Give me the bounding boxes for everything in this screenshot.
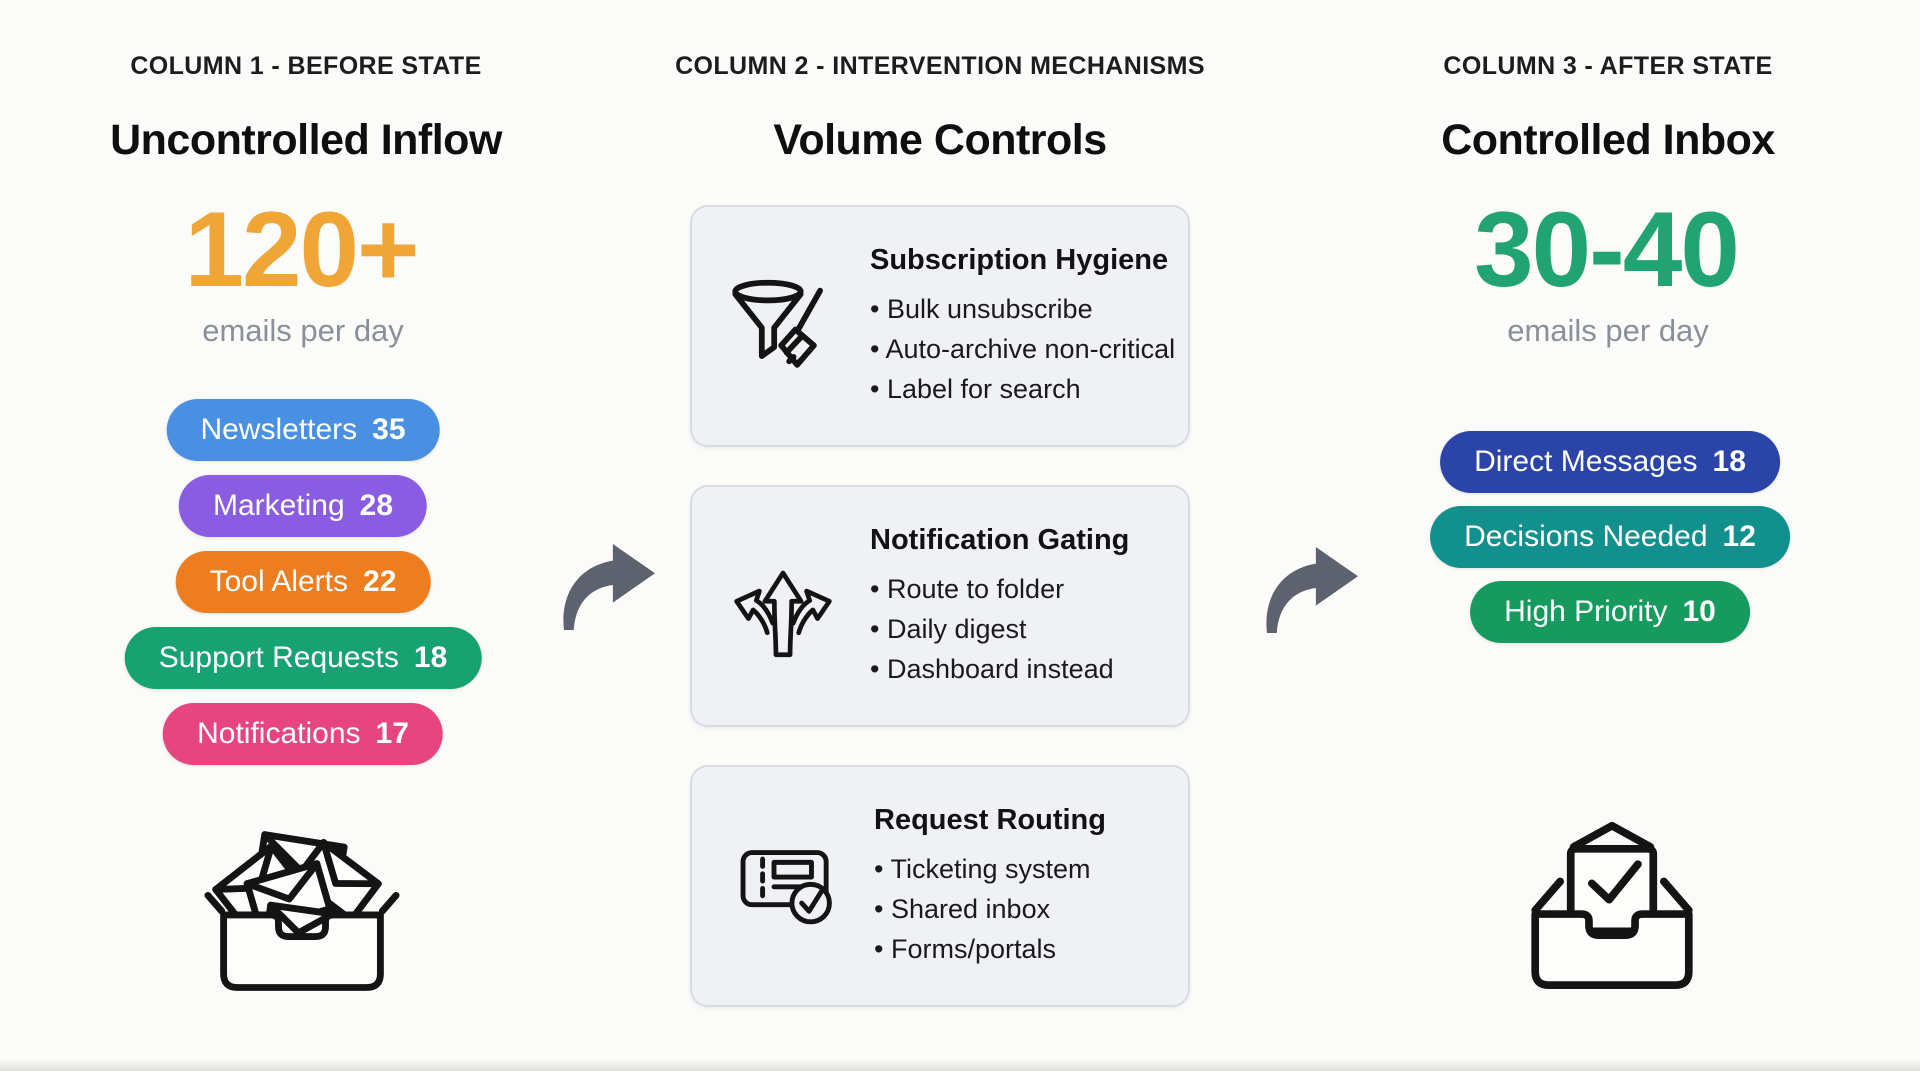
card-bullet: Forms/portals bbox=[874, 929, 1106, 969]
pill-tool-alerts: Tool Alerts 22 bbox=[175, 551, 431, 613]
card-title: Notification Gating bbox=[870, 523, 1130, 556]
pill-label: Decisions Needed bbox=[1464, 520, 1708, 553]
tray-wing-right bbox=[1660, 877, 1693, 915]
pill-label: Direct Messages bbox=[1474, 445, 1698, 478]
intervention-card-request-routing: Request Routing Ticketing system Shared … bbox=[690, 765, 1190, 1007]
card-title: Request Routing bbox=[874, 803, 1106, 836]
pill-newsletters: Newsletters 35 bbox=[166, 399, 440, 461]
card-bullet: Dashboard instead bbox=[870, 649, 1129, 689]
card-bullet: Daily digest bbox=[870, 609, 1129, 649]
column2-title: Volume Controls bbox=[773, 116, 1107, 164]
funnel-broom-icon bbox=[730, 273, 836, 379]
pill-label: Tool Alerts bbox=[209, 565, 349, 598]
pill-count: 10 bbox=[1682, 595, 1716, 628]
after-pill-stack: Direct Messages 18 Decisions Needed 12 H… bbox=[1430, 431, 1790, 643]
pill-notifications: Notifications 17 bbox=[163, 703, 443, 765]
pill-label: High Priority bbox=[1504, 595, 1668, 628]
checked-inbox-icon bbox=[1516, 820, 1708, 1012]
pill-high-priority: High Priority 10 bbox=[1470, 581, 1750, 643]
tray-body bbox=[1531, 910, 1693, 989]
column1-kicker: COLUMN 1 - BEFORE STATE bbox=[130, 52, 482, 80]
envelope-flap bbox=[1569, 821, 1655, 851]
pill-decisions-needed: Decisions Needed 12 bbox=[1430, 506, 1790, 568]
check-mark bbox=[1588, 860, 1642, 904]
pill-support-requests: Support Requests 18 bbox=[124, 627, 482, 689]
tray-wing-right bbox=[378, 891, 400, 915]
flow-arrow-icon bbox=[556, 542, 658, 632]
after-metric-caption: emails per day bbox=[1507, 313, 1709, 348]
intervention-card-notification-gating: Notification Gating Route to folder Dail… bbox=[690, 485, 1190, 727]
tray-wing-left bbox=[1531, 877, 1564, 915]
tray-body bbox=[220, 911, 384, 991]
pill-count: 28 bbox=[359, 489, 394, 522]
column2-kicker: COLUMN 2 - INTERVENTION MECHANISMS bbox=[675, 52, 1205, 80]
card-title: Subscription Hygiene bbox=[870, 243, 1169, 276]
pill-count: 35 bbox=[372, 413, 406, 446]
card-bullet: Shared inbox bbox=[874, 889, 1106, 929]
pill-direct-messages: Direct Messages 18 bbox=[1440, 431, 1780, 493]
pill-label: Marketing bbox=[212, 489, 345, 522]
pill-marketing: Marketing 28 bbox=[178, 475, 428, 537]
overflowing-inbox-icon bbox=[204, 820, 400, 1008]
pill-count: 18 bbox=[1712, 445, 1746, 478]
ticket-check-icon bbox=[730, 838, 840, 934]
pill-count: 12 bbox=[1722, 520, 1756, 553]
pill-count: 17 bbox=[375, 717, 409, 750]
branching-arrows-icon bbox=[730, 551, 836, 661]
column3-title: Controlled Inbox bbox=[1441, 116, 1775, 164]
pill-label: Notifications bbox=[197, 717, 361, 750]
intervention-card-subscription-hygiene: Subscription Hygiene Bulk unsubscribe Au… bbox=[690, 205, 1190, 447]
column3-kicker: COLUMN 3 - AFTER STATE bbox=[1443, 52, 1773, 80]
pill-count: 18 bbox=[413, 641, 448, 674]
card-bullet: Ticketing system bbox=[874, 849, 1106, 889]
pill-count: 22 bbox=[363, 565, 397, 598]
before-pill-stack: Newsletters 35 Marketing 28 Tool Alerts … bbox=[124, 399, 482, 765]
pill-label: Newsletters bbox=[200, 413, 358, 446]
before-metric-caption: emails per day bbox=[202, 313, 404, 348]
pill-label: Support Requests bbox=[158, 641, 399, 674]
card-bullet: Route to folder bbox=[870, 569, 1129, 609]
card-bullet: Label for search bbox=[870, 369, 1175, 409]
card-bullet: Auto-archive non-critical bbox=[870, 329, 1175, 369]
bottom-shade bbox=[0, 1059, 1920, 1071]
column1-title: Uncontrolled Inflow bbox=[110, 116, 502, 164]
after-metric-value: 30-40 bbox=[1474, 189, 1740, 309]
before-metric-value: 120+ bbox=[184, 189, 419, 309]
card-bullet: Bulk unsubscribe bbox=[870, 289, 1175, 329]
tray-wing-left bbox=[204, 891, 226, 915]
flow-arrow-icon bbox=[1259, 545, 1361, 635]
